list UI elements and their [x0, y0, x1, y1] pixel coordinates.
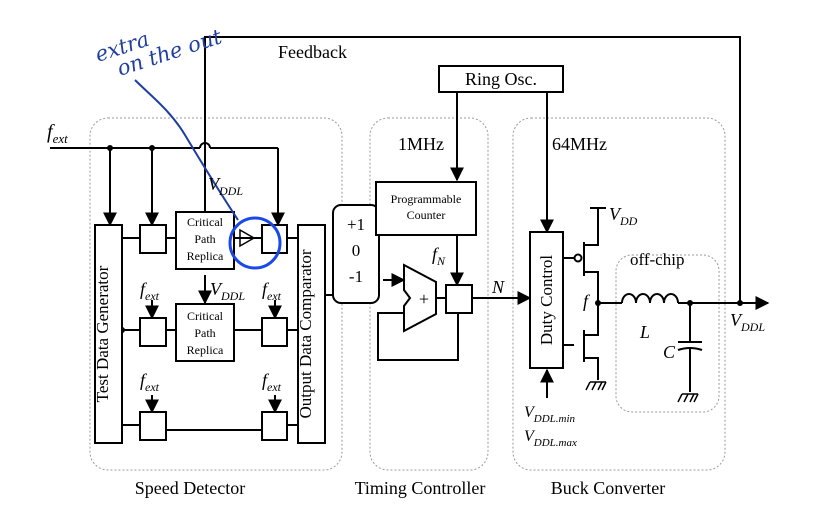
diagram-text: f: [262, 370, 270, 390]
zero-label: 0: [352, 241, 361, 260]
critical-path-replica-2: [175, 303, 235, 362]
feedback-line: [204, 36, 741, 303]
diagram-text: N: [436, 254, 446, 268]
replica1-line1: Critical: [187, 215, 224, 229]
duty-control-label: Duty Control: [537, 255, 556, 345]
diagram-text: ext: [267, 289, 282, 303]
diagram-text: f: [432, 244, 440, 264]
replica1-line2: Path: [194, 232, 215, 246]
dff-left-3: [139, 411, 167, 441]
diagram-text: V: [524, 404, 536, 421]
diagram-text: fext: [262, 370, 282, 394]
diagram-text: DDL: [740, 320, 765, 334]
test-data-generator-label: Test Data Generator: [93, 265, 112, 402]
programmable-counter-label-1: Programmable: [391, 192, 462, 206]
vddl-label-mid: VDDL: [210, 279, 245, 303]
vdd-label: VDD: [609, 204, 638, 228]
register-block: [445, 284, 473, 314]
diagram-text: f: [262, 279, 270, 299]
diagram-text: V: [210, 279, 223, 299]
off-chip-label: off-chip: [630, 250, 684, 269]
diagram-text: ext: [53, 131, 69, 146]
speed-detector-region: [89, 117, 343, 471]
ring-osc-label: Ring Osc.: [465, 69, 537, 89]
timing-controller-region: [369, 117, 489, 471]
fext-label-main: fext: [47, 121, 68, 146]
diagram-text: f: [140, 370, 148, 390]
vddl-output-label: VDDL: [730, 310, 765, 334]
feedback-label: Feedback: [278, 42, 347, 62]
replica2-line1: Critical: [187, 309, 224, 323]
inductor-label: L: [639, 322, 650, 342]
n-label: N: [491, 277, 505, 297]
diagram-text: ext: [145, 380, 160, 394]
diagram-text: V: [524, 428, 536, 445]
offset-select-block: [332, 204, 380, 304]
diagram-text: ext: [267, 380, 282, 394]
vddl-label-top: VDDL: [208, 174, 243, 198]
replica1-line3: Replica: [187, 249, 224, 263]
adder-plus-label: +: [419, 289, 429, 309]
dff-left-2: [139, 317, 167, 347]
speed-detector-label: Speed Detector: [135, 478, 245, 498]
output-data-comparator-block: [297, 224, 326, 444]
replica2-line3: Replica: [187, 343, 224, 357]
fn-label: fN: [432, 244, 446, 268]
capacitor-label: C: [663, 342, 676, 362]
diagram-text: DD: [619, 214, 638, 228]
diagram-text: V: [730, 310, 743, 330]
diagram-text: V: [208, 174, 221, 194]
buck-converter-label: Buck Converter: [551, 478, 665, 498]
diagram-text: DDL.max: [533, 437, 577, 449]
diagram-text: fext: [140, 370, 160, 394]
plus-one-label: +1: [347, 215, 365, 234]
buffer-icon: [239, 228, 256, 248]
diagram-text: ext: [145, 289, 160, 303]
diagram-text: DDL.min: [533, 413, 576, 425]
output-data-comparator-label: Output Data Comparator: [296, 249, 315, 418]
buck-converter-region: [512, 117, 726, 471]
dff-right-1: [261, 224, 288, 254]
64mhz-label: 64MHz: [552, 134, 607, 154]
ring-osc-block: [438, 65, 564, 93]
dff-left-1: [139, 224, 167, 254]
timing-controller-label: Timing Controller: [355, 478, 486, 498]
diagram-text: V: [609, 204, 622, 224]
vddl-max-label: VDDL.max: [524, 428, 577, 449]
diagram-text: f: [47, 121, 55, 143]
diagram-text: fext: [262, 279, 282, 303]
duty-control-block: [529, 231, 564, 369]
adder-block: [403, 263, 437, 333]
diagram-text: DDL: [218, 184, 243, 198]
programmable-counter-label-2: Counter: [407, 208, 446, 222]
dff-right-2: [261, 317, 288, 347]
diagram-text: fext: [140, 279, 160, 303]
dff-right-3: [261, 411, 288, 441]
critical-path-replica-1: [175, 211, 235, 270]
vddl-min-label: VDDL.min: [524, 404, 576, 425]
programmable-counter-block: [375, 181, 477, 236]
off-chip-region: [615, 254, 720, 413]
test-data-generator-block: [94, 224, 123, 444]
f-label: f: [583, 291, 591, 311]
highlight-circle: [228, 216, 282, 270]
diagram-text: DDL: [220, 289, 245, 303]
diagram-text: f: [140, 279, 148, 299]
replica2-line2: Path: [194, 326, 215, 340]
1mhz-label: 1MHz: [398, 134, 444, 154]
ground-icon: [585, 381, 699, 403]
minus-one-label: -1: [349, 267, 363, 286]
